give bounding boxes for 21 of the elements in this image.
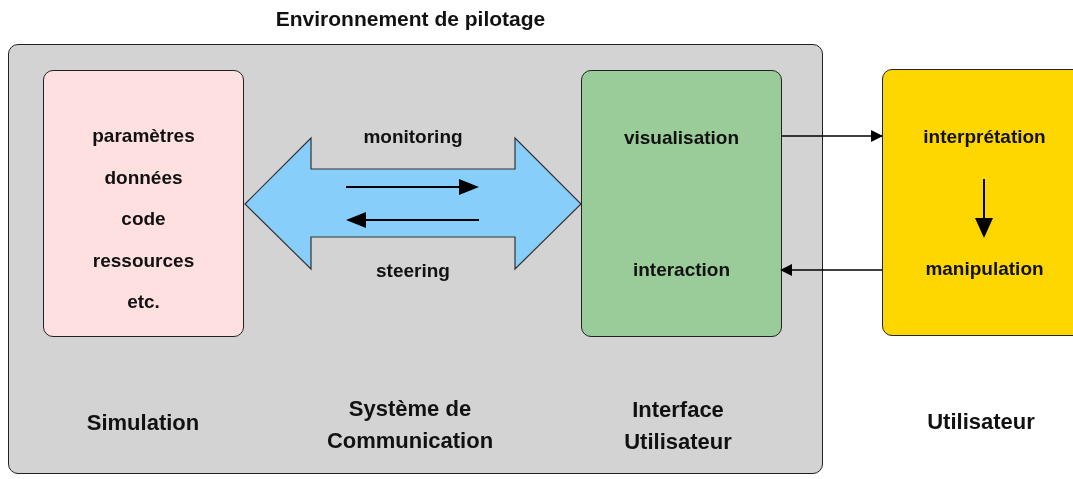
box-text: etc. [127, 290, 160, 314]
box-text: code [121, 207, 166, 231]
panel-title: Environnement de pilotage [274, 7, 547, 31]
column-label: Utilisateur [926, 408, 1036, 436]
arrow-label: steering [375, 259, 451, 283]
column-label: Interface Utilisateur [623, 396, 733, 456]
arrow-label: monitoring [362, 125, 464, 149]
user-box [882, 69, 1073, 336]
box-text: paramètres [92, 124, 195, 148]
simulation-box [43, 70, 244, 337]
arrow [780, 130, 883, 142]
box-text: ressources [92, 248, 195, 273]
box-text: interprétation [923, 125, 1046, 149]
box-text: interaction [632, 258, 731, 282]
column-label: Système de Communication [325, 395, 495, 455]
box-text: visualisation [623, 126, 740, 150]
column-label: Simulation [85, 409, 201, 437]
arrow [780, 264, 883, 276]
box-text: manipulation [925, 257, 1044, 281]
box-text: données [104, 165, 183, 190]
interface-box [581, 70, 782, 337]
